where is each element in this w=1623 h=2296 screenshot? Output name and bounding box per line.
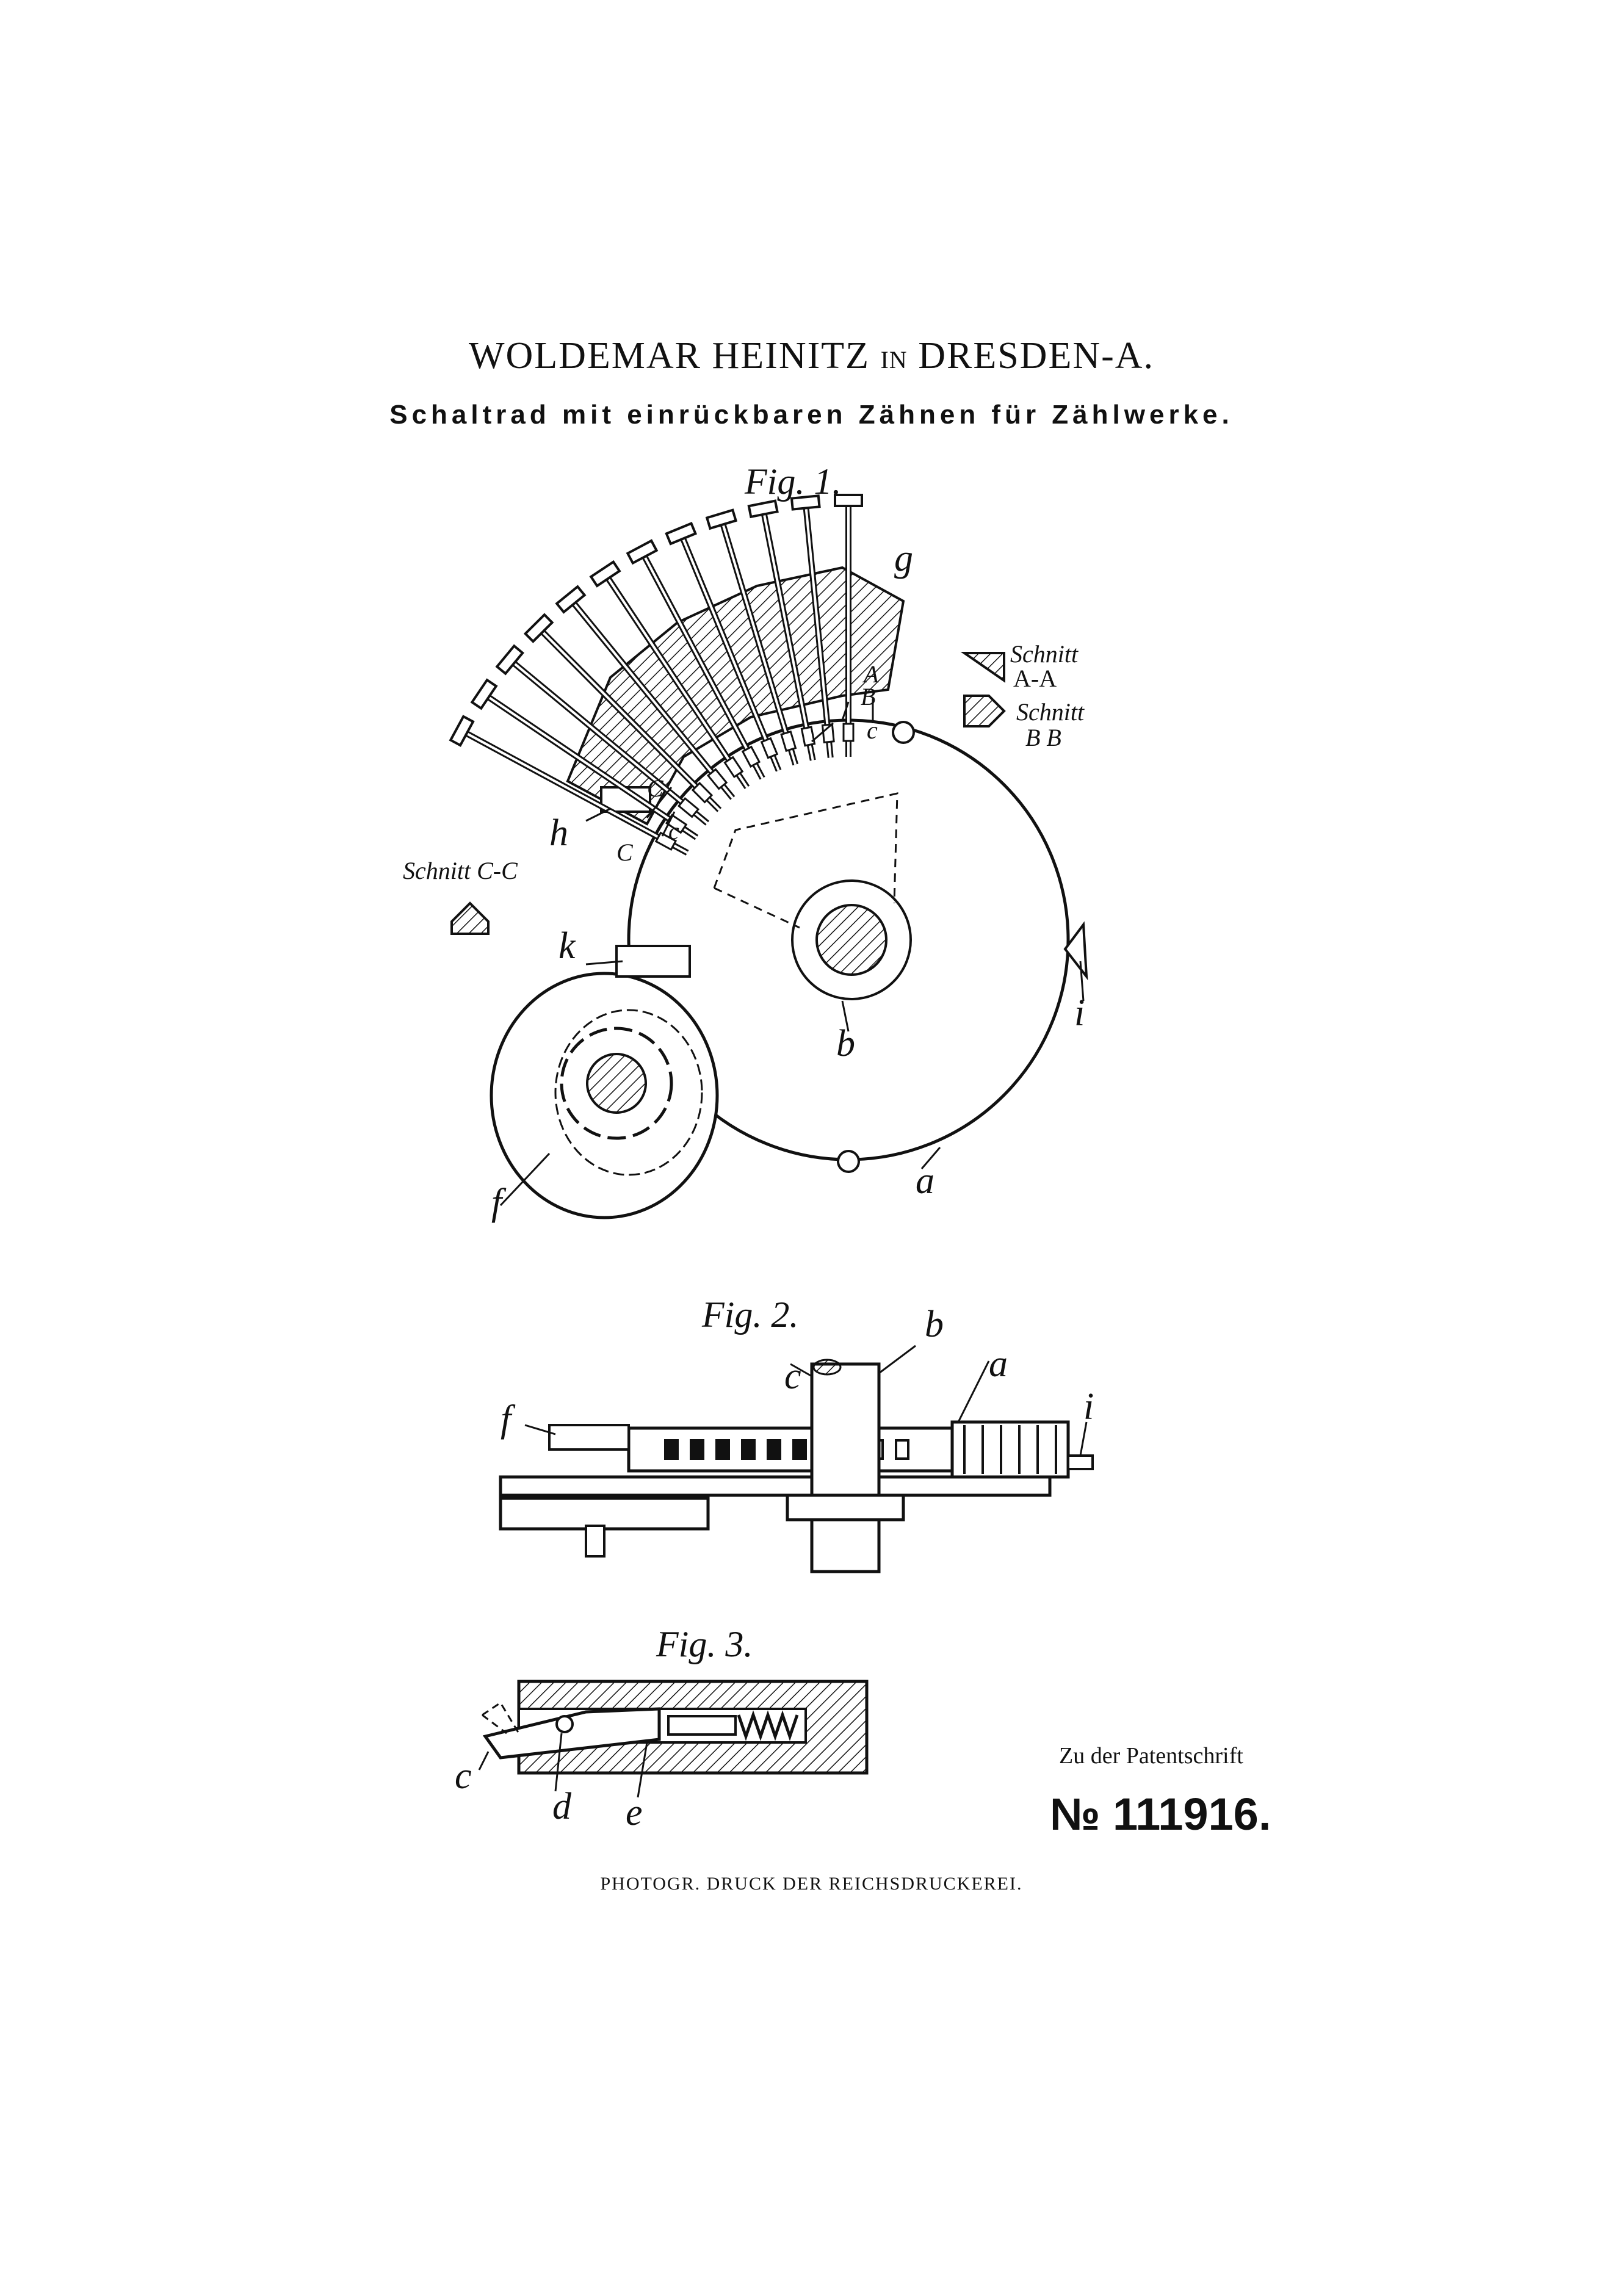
fig1-rod-cap (665, 522, 698, 546)
fig1-rod-cap (555, 585, 587, 614)
fig1-screw-bottom (837, 1150, 860, 1173)
fig2-slot (767, 1439, 781, 1460)
fig2-slot (664, 1439, 679, 1460)
fig1-tooth (706, 768, 728, 790)
fig1-block-k (615, 945, 691, 978)
fig1-drawing: g Schnitt A-A Schnitt B B Schnitt C-C A … (403, 494, 1088, 1223)
fig1-rod-inner (508, 659, 709, 825)
fig1-label-schnitt-bb: Schnitt (1016, 698, 1085, 726)
fig2-label-a: a (989, 1343, 1008, 1385)
fig1-tooth (800, 726, 816, 747)
fig1-label-B: B (861, 683, 875, 710)
fig1-rod-cap (495, 644, 525, 676)
fig3-pivot-d (555, 1715, 574, 1733)
fig1-label-aa: A-A (1013, 665, 1057, 692)
fig1-tooth (691, 782, 714, 804)
patent-number: № 111916. (1050, 1789, 1271, 1839)
fig2-slot (715, 1439, 730, 1460)
fig3-caption: Fig. 3. (656, 1624, 753, 1664)
fig2-label-i: i (1083, 1386, 1094, 1428)
fig1-label-h: h (549, 812, 568, 854)
fig2-lower-plate (499, 1475, 1052, 1497)
fig1-shaft-b (815, 904, 887, 976)
fig1-label-schnitt-cc: Schnitt C-C (403, 857, 518, 884)
fig1-label-schnitt-aa: Schnitt (1010, 640, 1079, 668)
fig1-rod-inner (804, 502, 832, 758)
fig1-rod-cap (790, 494, 821, 511)
fig2-slot (895, 1439, 909, 1460)
fig1-rod-cap (626, 539, 659, 565)
fig1-rod-inner (641, 551, 764, 779)
fig1-rod-cap (747, 499, 779, 519)
fig3-label-d: d (552, 1786, 572, 1827)
fig2-label-f: f (501, 1398, 516, 1440)
fig1-tooth (760, 737, 779, 759)
fig2-drawing: b a c f i (499, 1304, 1094, 1573)
fig3-tooth-c (482, 1707, 661, 1760)
inventor-name: WOLDEMAR HEINITZ (468, 335, 870, 377)
fig1-label-c1: c (867, 717, 878, 744)
inventor-line: WOLDEMAR HEINITZ IN DRESDEN-A. (0, 334, 1623, 378)
zu-der-patentschrift: Zu der Patentschrift (1059, 1743, 1243, 1769)
fig1-tooth (723, 756, 744, 778)
fig1-rod-cap (834, 494, 863, 507)
fig1-label-c2: c (668, 817, 679, 845)
fig1-label-A: A (862, 660, 879, 688)
fig1-caption: Fig. 1. (745, 461, 842, 502)
fig2-label-c: c (784, 1356, 801, 1397)
printer-line: PHOTOGR. DRUCK DER REICHSDRUCKEREI. (600, 1874, 1023, 1894)
patent-title: Schaltrad mit einrückbaren Zähnen für Zä… (389, 400, 1234, 430)
fig1-tooth (654, 831, 678, 851)
fig2-pawl-i (1067, 1454, 1094, 1470)
fig1-tooth (678, 797, 700, 818)
fig1-tooth (741, 745, 761, 768)
fig1-rod-inner (483, 693, 698, 839)
fig2-caption: Fig. 2. (702, 1294, 799, 1335)
fig2-gear-f (548, 1424, 630, 1451)
fig1-section-bb-symbol (963, 695, 1006, 727)
fig1-tooth (842, 723, 855, 742)
fig1-tooth (780, 730, 797, 753)
fig1-rod-cap (589, 560, 621, 588)
fig1-rod-inner (461, 729, 689, 854)
fig1-label-C1: C (647, 774, 664, 802)
fig1-rod-inner (679, 533, 780, 771)
fig1-label-a: a (916, 1160, 934, 1202)
fig3-label-e: e (626, 1792, 643, 1833)
fig1-rod-cap (449, 715, 475, 747)
fig1-label-bb: B B (1025, 724, 1061, 751)
fig1-rod-inner (720, 519, 797, 765)
fig2-label-b: b (925, 1304, 944, 1345)
fig2-slot (741, 1439, 756, 1460)
fig1-rod-cap (705, 508, 738, 530)
fig1-rod-cap (523, 613, 554, 643)
inventor-city: DRESDEN-A. (918, 335, 1155, 377)
fig1-label-k: k (558, 925, 576, 967)
fig2-shaft-b (810, 1362, 881, 1573)
fig1-rod-inner (604, 573, 748, 789)
fig1-dashed-cam (713, 792, 898, 929)
fig1-section-aa-symbol (960, 652, 1005, 683)
fig1-rod-cap (470, 678, 498, 710)
fig1-rod-inner (762, 508, 814, 761)
fig1-label-i: i (1074, 992, 1085, 1034)
fig2-slot (792, 1439, 807, 1460)
fig1-label-b: b (836, 1023, 855, 1064)
fig3-label-c: c (455, 1755, 472, 1797)
fig3-spring (737, 1710, 799, 1741)
fig1-screw-top (892, 721, 915, 744)
inventor-in: IN (880, 346, 908, 374)
fig1-rod-inner (569, 598, 734, 799)
fig1-rod-inner (538, 627, 721, 811)
fig3-plunger-e (667, 1715, 737, 1736)
fig3-drawing: c d e (455, 1680, 869, 1833)
fig1-label-g: g (894, 538, 913, 579)
fig2-slot (690, 1439, 704, 1460)
fig1-section-cc-symbol (450, 901, 490, 935)
fig1-rods-g (449, 494, 863, 856)
fig1-label-C2: C (616, 839, 634, 866)
